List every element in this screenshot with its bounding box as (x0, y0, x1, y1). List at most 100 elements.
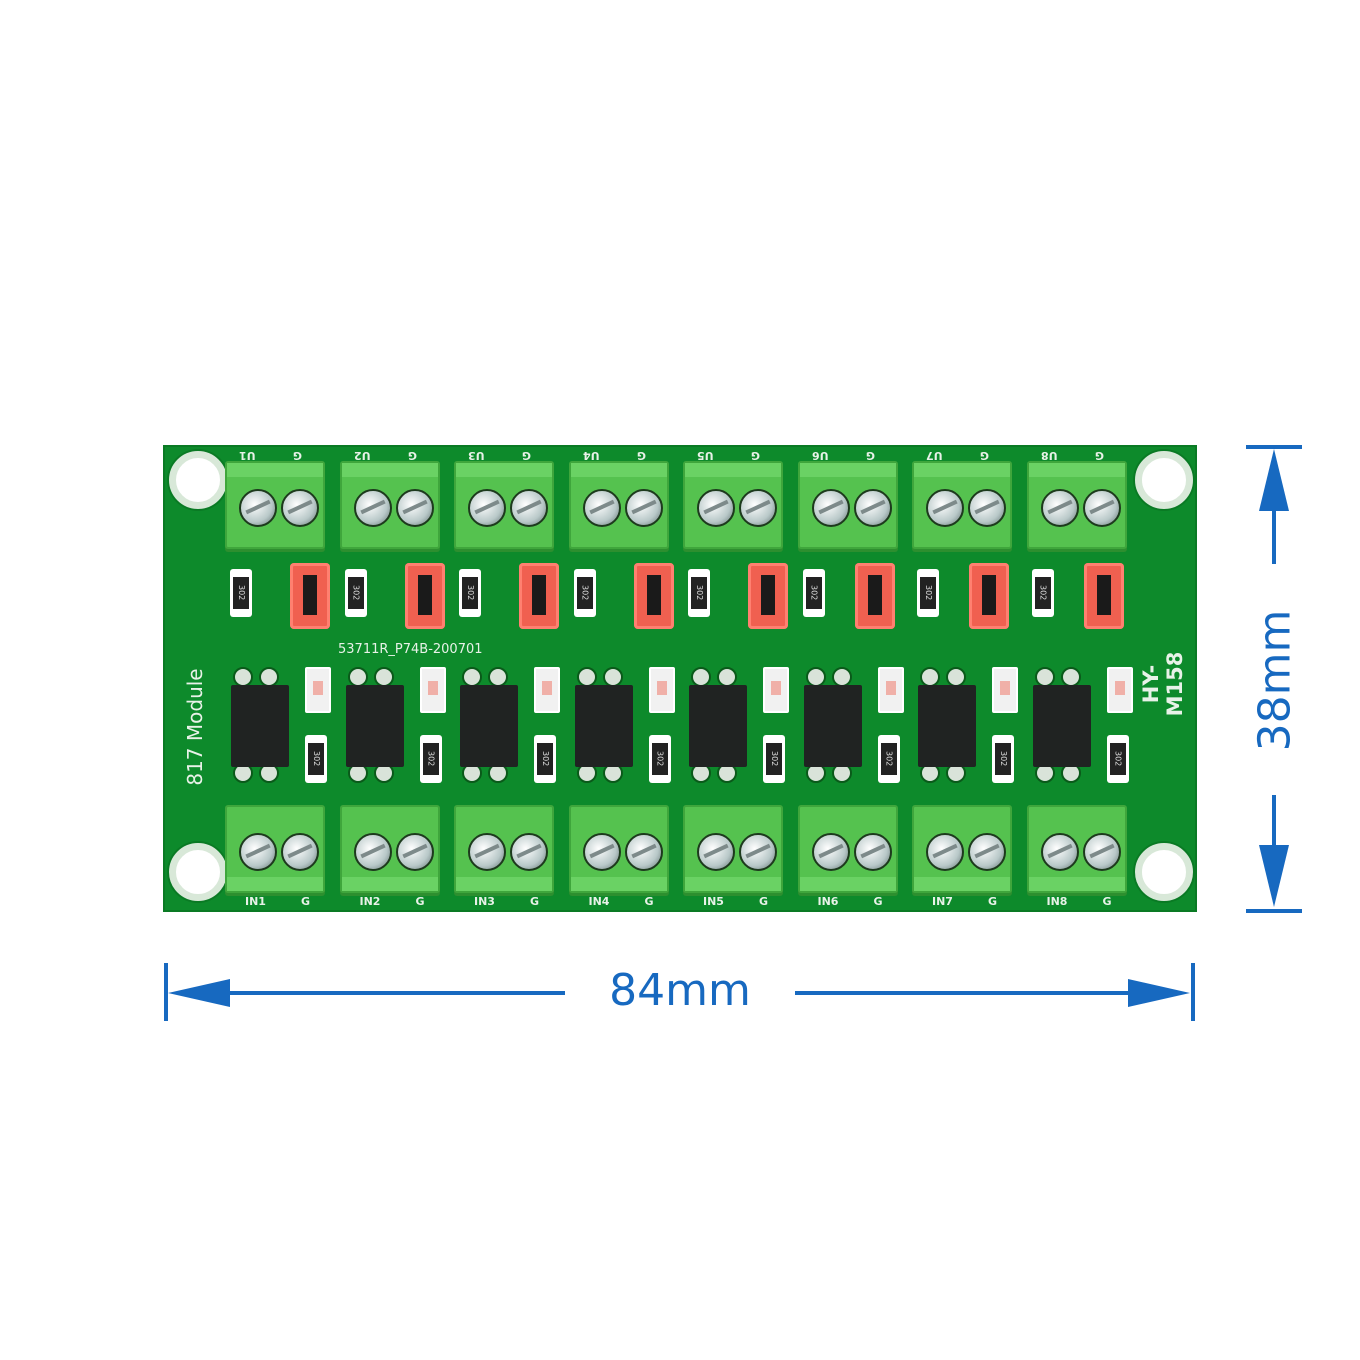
pin-pad (462, 667, 482, 687)
resistor-code: 302 (995, 743, 1011, 775)
resistor: 302 (763, 735, 785, 783)
input-label: IN3 (474, 895, 495, 908)
arrow-down-icon (1259, 845, 1289, 907)
screw-icon[interactable] (853, 833, 892, 871)
status-led (1106, 667, 1133, 713)
screw-icon[interactable] (395, 489, 434, 527)
jumper[interactable] (290, 563, 330, 629)
ground-label: G (301, 895, 311, 908)
mounting-hole (169, 843, 227, 901)
resistor: 302 (802, 569, 825, 617)
screw-icon[interactable] (739, 489, 777, 527)
jumper[interactable] (633, 563, 674, 629)
resistor: 302 (344, 569, 367, 617)
jumper[interactable] (969, 563, 1009, 629)
jumper[interactable] (854, 563, 895, 629)
screw-icon[interactable] (968, 833, 1006, 871)
resistor-code: 302 (422, 743, 439, 775)
screw-icon[interactable] (468, 489, 506, 527)
screw-icon[interactable] (281, 833, 319, 871)
pin-pad (691, 667, 711, 687)
screw-icon[interactable] (739, 833, 777, 871)
module-name-label: 817 Module (183, 668, 207, 786)
screw-icon[interactable] (926, 833, 964, 871)
pin-pad (920, 667, 940, 687)
screw-icon[interactable] (510, 489, 548, 527)
status-led (534, 667, 560, 713)
output-terminal[interactable] (912, 461, 1012, 549)
screw-icon[interactable] (697, 833, 735, 871)
output-terminal[interactable] (339, 461, 440, 549)
screw-icon[interactable] (811, 489, 850, 527)
resistor: 302 (917, 569, 939, 617)
screw-icon[interactable] (1082, 489, 1121, 527)
screw-icon[interactable] (1082, 833, 1121, 871)
resistor: 302 (230, 569, 252, 617)
screw-icon[interactable] (697, 489, 735, 527)
resistor: 302 (648, 735, 671, 783)
jumper[interactable] (1083, 563, 1124, 629)
input-label: IN8 (1046, 895, 1068, 908)
input-terminal[interactable] (454, 805, 554, 893)
input-terminal[interactable] (797, 805, 898, 893)
screw-icon[interactable] (468, 833, 506, 871)
screw-icon[interactable] (353, 833, 392, 871)
pin-pad (805, 667, 826, 687)
resistor: 302 (534, 735, 556, 783)
ground-label: G (759, 895, 769, 908)
optocoupler-chip (345, 685, 404, 767)
screw-icon[interactable] (353, 489, 392, 527)
input-terminal[interactable] (225, 805, 325, 893)
input-terminal[interactable] (339, 805, 440, 893)
status-led (877, 667, 904, 713)
screw-icon[interactable] (239, 489, 277, 527)
screw-icon[interactable] (1040, 833, 1079, 871)
screw-icon[interactable] (1040, 489, 1079, 527)
mounting-hole (1135, 843, 1193, 901)
input-label: IN7 (932, 895, 953, 908)
input-label: IN5 (703, 895, 724, 908)
status-led (763, 667, 789, 713)
input-terminal[interactable] (683, 805, 783, 893)
resistor-code: 302 (576, 577, 593, 609)
output-terminal[interactable] (797, 461, 898, 549)
jumper[interactable] (519, 563, 559, 629)
jumper[interactable] (404, 563, 445, 629)
input-terminal[interactable] (568, 805, 669, 893)
resistor-code: 302 (1034, 577, 1051, 609)
screw-icon[interactable] (811, 833, 850, 871)
input-terminal[interactable] (912, 805, 1012, 893)
screw-icon[interactable] (281, 489, 319, 527)
screw-icon[interactable] (968, 489, 1006, 527)
output-terminal[interactable] (1026, 461, 1127, 549)
screw-icon[interactable] (395, 833, 434, 871)
resistor-code: 302 (462, 577, 478, 609)
screw-icon[interactable] (239, 833, 277, 871)
output-terminal[interactable] (683, 461, 783, 549)
screw-icon[interactable] (926, 489, 964, 527)
output-terminal[interactable] (225, 461, 325, 549)
arrow-right-icon (1128, 979, 1190, 1007)
pin-pad (1034, 667, 1055, 687)
screw-icon[interactable] (582, 833, 621, 871)
output-terminal[interactable] (568, 461, 669, 549)
ground-label: G (988, 895, 998, 908)
pin-pad (1060, 667, 1081, 687)
screw-icon[interactable] (853, 489, 892, 527)
resistor-code: 302 (805, 577, 822, 609)
mounting-hole (169, 451, 227, 509)
screw-icon[interactable] (510, 833, 548, 871)
optocoupler-chip (803, 685, 862, 767)
resistor: 302 (305, 735, 327, 783)
input-label: IN4 (588, 895, 610, 908)
jumper[interactable] (748, 563, 788, 629)
input-terminal[interactable] (1026, 805, 1127, 893)
pin-pad (488, 667, 508, 687)
output-terminal[interactable] (454, 461, 554, 549)
screw-icon[interactable] (624, 489, 663, 527)
screw-icon[interactable] (624, 833, 663, 871)
resistor: 302 (1031, 569, 1054, 617)
screw-icon[interactable] (582, 489, 621, 527)
width-label: 84mm (609, 965, 751, 1016)
optocoupler-chip (918, 685, 976, 767)
